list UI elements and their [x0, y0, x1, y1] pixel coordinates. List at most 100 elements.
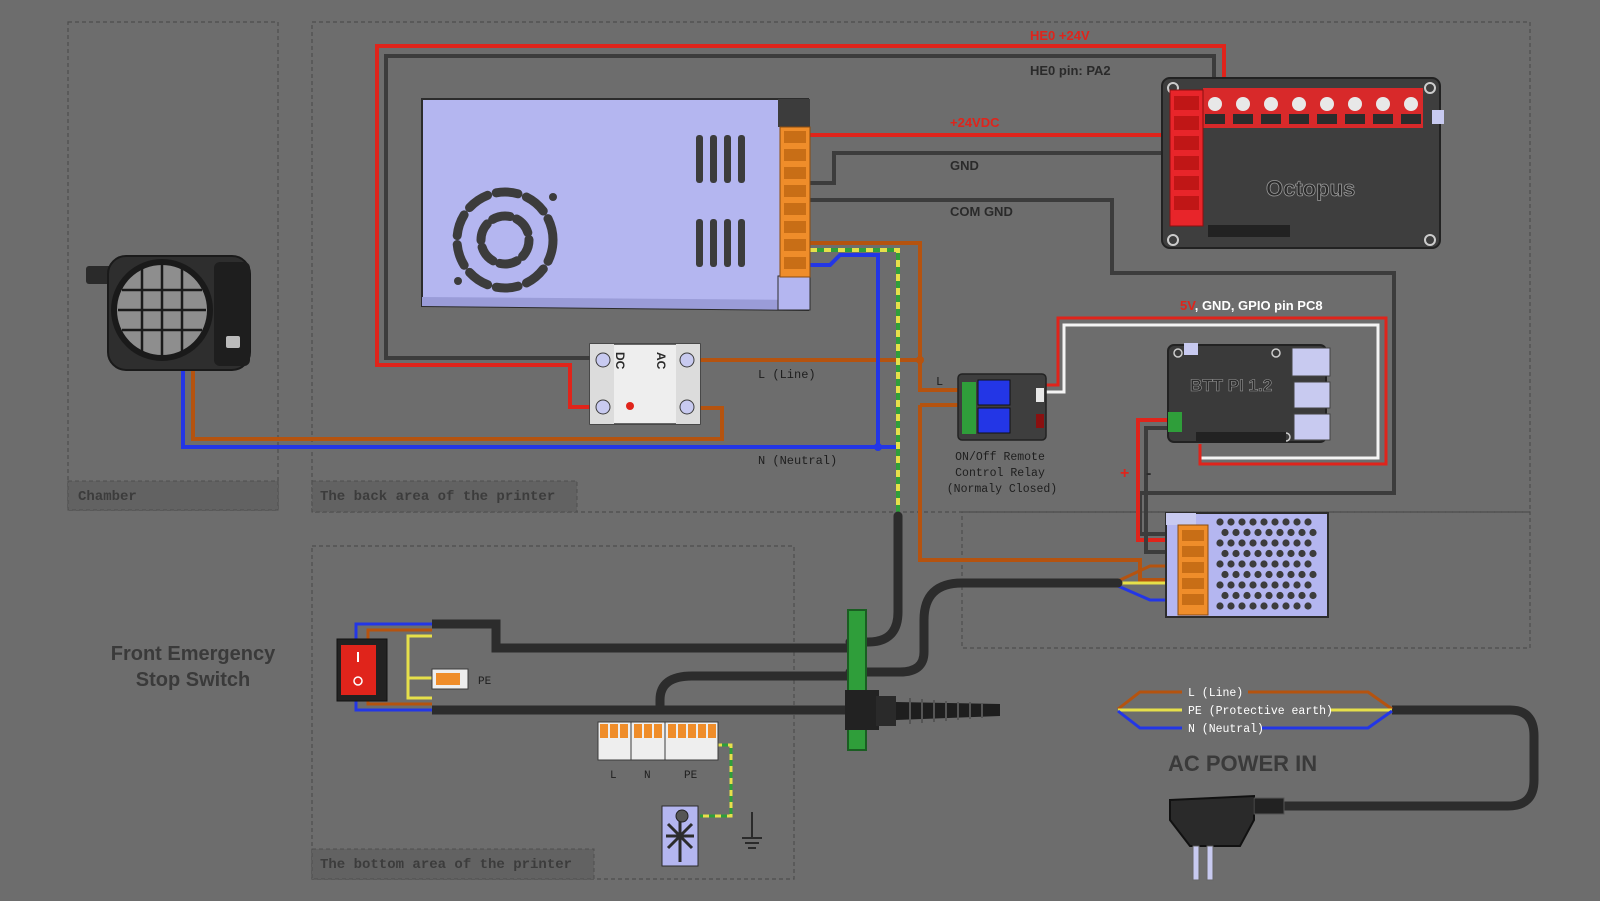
- cable-to-back: [845, 511, 903, 647]
- vent-hole: [1243, 549, 1251, 558]
- vent-hole: [1298, 591, 1306, 600]
- wire-fan-neutral: [181, 370, 878, 449]
- wire-fan-line: [191, 370, 724, 441]
- vent-hole: [1238, 581, 1246, 589]
- vent-hole: [1293, 602, 1301, 610]
- vent-hole: [1282, 602, 1290, 610]
- wire-pe-back: [810, 248, 900, 516]
- ac-wire-neutral: [1117, 709, 1393, 730]
- vent-hole: [1298, 570, 1306, 579]
- vent-hole: [1249, 560, 1257, 568]
- vent-hole: [1254, 570, 1262, 579]
- vent-hole: [1282, 560, 1290, 568]
- zone-chamber: Chamber: [67, 21, 279, 511]
- label-ac-pe: PE (Protective earth): [1188, 705, 1333, 718]
- label-plus: +: [1120, 465, 1129, 482]
- vent-hole: [1309, 591, 1317, 600]
- wire-pi-5v: [1042, 316, 1388, 466]
- pe-wago-connector: [431, 668, 469, 690]
- ssr-terminal-ac-1: [679, 352, 695, 368]
- ssr-terminal-dc-plus: [595, 399, 611, 415]
- ac-wire-line: [1117, 690, 1393, 711]
- vent-hole: [1304, 518, 1312, 526]
- wire-pe-back-stripe: [810, 248, 900, 516]
- btt-pi-header: [1196, 432, 1286, 442]
- vent-hole: [1309, 549, 1317, 558]
- vent-hole: [1216, 518, 1224, 526]
- vent-hole: [1249, 602, 1257, 610]
- vent-hole: [1287, 591, 1295, 600]
- vent-hole: [1293, 560, 1301, 568]
- cable-to-terminals: [655, 671, 850, 710]
- octopus-label: Octopus: [1266, 176, 1355, 201]
- zone-back-area: The back area of the printer: [311, 21, 1531, 513]
- zone-back-label: The back area of the printer: [320, 489, 555, 505]
- vent-hole: [1265, 591, 1273, 600]
- label-minus: -: [1146, 465, 1151, 482]
- vent-hole: [1304, 560, 1312, 568]
- vent-hole: [1221, 528, 1229, 537]
- label-he0-24v: HE0 +24V: [1030, 28, 1090, 43]
- vent-hole: [1238, 518, 1246, 526]
- zone-bottom-label: The bottom area of the printer: [320, 857, 572, 873]
- label-gnd: GND: [950, 158, 979, 173]
- small-psu: [1165, 512, 1329, 618]
- junction-line: [916, 356, 924, 364]
- vent-hole: [1260, 560, 1268, 568]
- small-psu-vent-holes: [1216, 518, 1317, 610]
- vent-hole: [1298, 528, 1306, 537]
- relay-caption-line-3: (Normaly Closed): [947, 483, 1057, 496]
- ssr-led-icon: [626, 402, 634, 410]
- vent-hole: [1287, 528, 1295, 537]
- psu-vent-top: [696, 135, 745, 183]
- main-psu: [421, 98, 811, 312]
- ssr-terminal-ac-2: [679, 399, 695, 415]
- vent-hole: [1254, 528, 1262, 537]
- vent-hole: [1260, 602, 1268, 610]
- wire-he0-24v: [375, 44, 1226, 409]
- vent-hole: [1260, 581, 1268, 589]
- vent-hole: [1304, 581, 1312, 589]
- label-pi-signals: 5V, GND, GPIO pin PC8: [1180, 298, 1323, 313]
- vent-hole: [1221, 591, 1229, 600]
- switch-off-icon: [353, 676, 363, 686]
- vent-hole: [1227, 581, 1235, 589]
- vent-hole: [1260, 539, 1268, 547]
- vent-hole: [1249, 581, 1257, 589]
- octopus-stepper-drivers: [1203, 88, 1423, 128]
- vent-hole: [1309, 570, 1317, 579]
- vent-hole: [1276, 570, 1284, 579]
- btt-pi-label: BTT PI 1.2: [1190, 376, 1272, 395]
- label-terminal-pe: PE: [684, 770, 698, 782]
- btt-pi-usb-2: [1293, 381, 1331, 409]
- vent-hole: [1265, 528, 1273, 537]
- btt-pi-usb-1: [1291, 347, 1331, 377]
- vent-hole: [1227, 539, 1235, 547]
- wire-line-relay: [918, 360, 960, 392]
- emergency-stop-switch[interactable]: [336, 638, 388, 702]
- vent-hole: [1265, 570, 1273, 579]
- wago-terminal-blocks: [597, 721, 719, 761]
- vent-hole: [1216, 539, 1224, 547]
- wire-pi-power-plus: [1136, 418, 1180, 542]
- ssr-ac-label: AC: [654, 352, 668, 370]
- vent-hole: [1254, 591, 1262, 600]
- vent-hole: [1227, 518, 1235, 526]
- vent-hole: [1282, 581, 1290, 589]
- estop-title-line-2: Stop Switch: [136, 669, 250, 691]
- label-terminal-n: N: [644, 770, 651, 782]
- relay-caption: ON/Off Remote Control Relay (Normaly Clo…: [947, 451, 1057, 496]
- vent-hole: [1304, 602, 1312, 610]
- vent-hole: [1249, 539, 1257, 547]
- wire-neutral: [810, 253, 900, 516]
- vent-hole: [1216, 581, 1224, 589]
- vent-hole: [1276, 528, 1284, 537]
- label-com-gnd: COM GND: [950, 204, 1013, 219]
- relay-caption-line-1: ON/Off Remote: [955, 451, 1045, 464]
- vent-hole: [1304, 539, 1312, 547]
- vent-hole: [1216, 602, 1224, 610]
- remote-control-relay: [957, 373, 1047, 441]
- vent-hole: [1287, 570, 1295, 579]
- vent-hole: [1232, 570, 1240, 579]
